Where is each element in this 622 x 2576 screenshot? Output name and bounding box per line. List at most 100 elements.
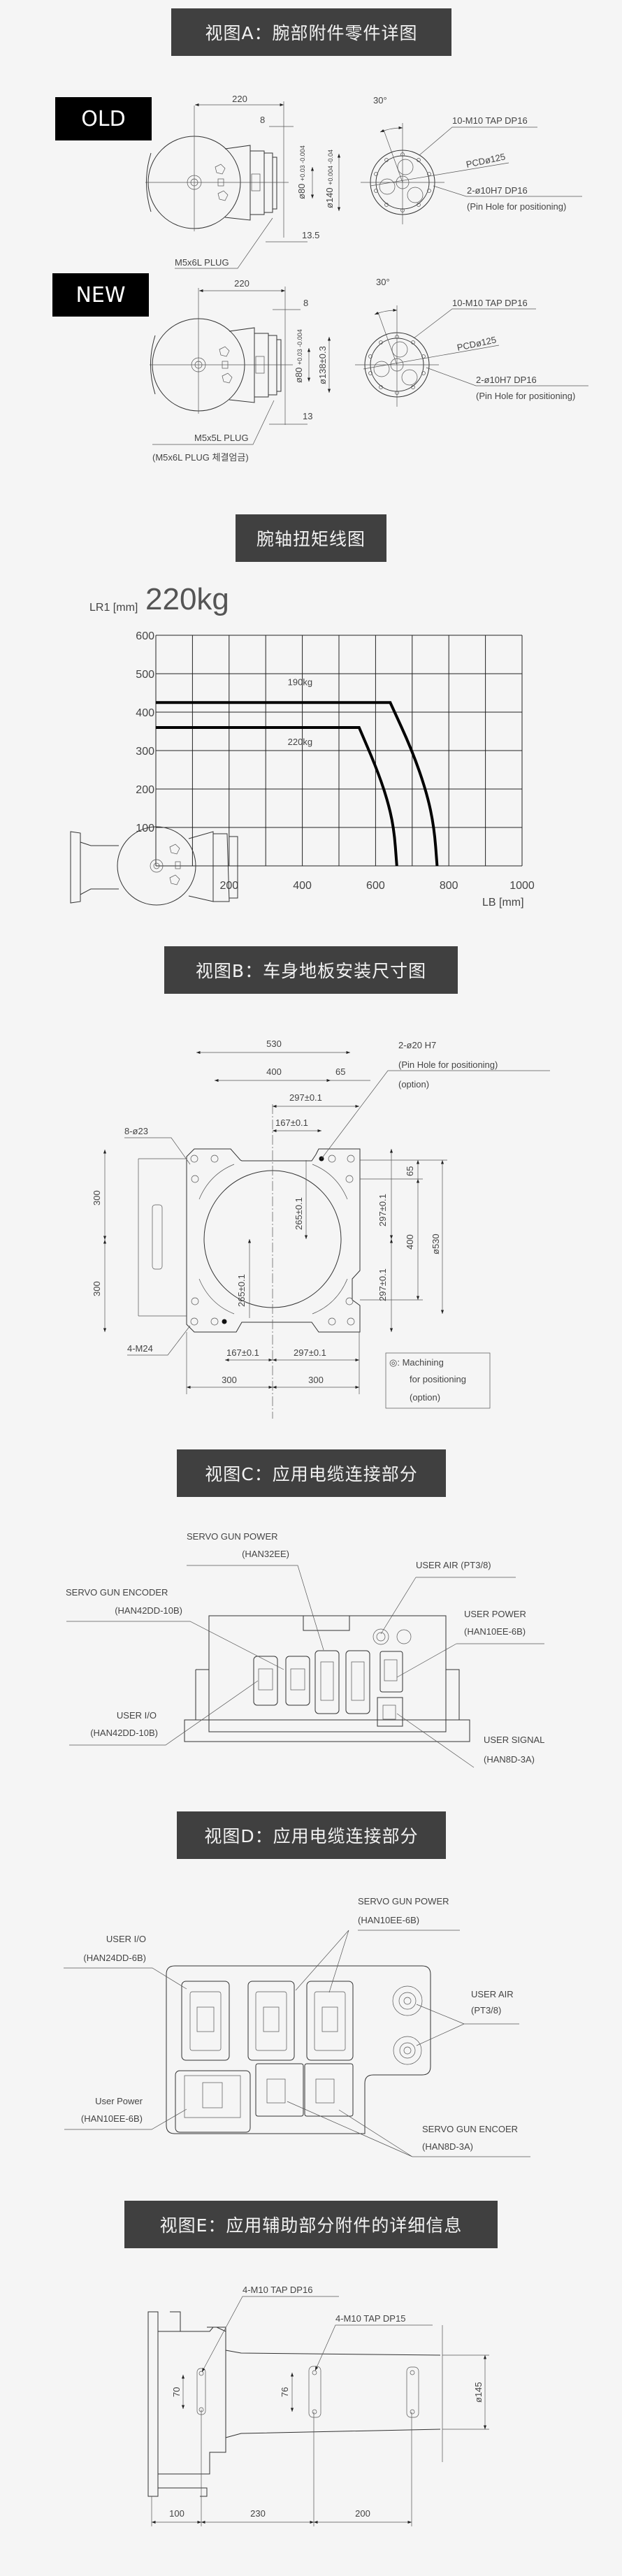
new-pin-label: 2-ø10H7 DP16 (476, 375, 537, 385)
d-user-air-model: (PT3/8) (471, 2005, 501, 2016)
old-pcd-label: PCDø125 (465, 151, 507, 170)
section-a-title: 视图A：腕部附件零件详图 (171, 8, 451, 56)
new-plug-label: M5x5L PLUG (194, 433, 249, 443)
section-c-title: 视图C：应用电缆连接部分 (177, 1449, 446, 1497)
c-user-power-model: (HAN10EE-6B) (464, 1626, 526, 1637)
dim-300-bottom-right: 300 (308, 1375, 324, 1385)
c-user-signal-model: (HAN8D-3A) (484, 1754, 535, 1765)
x-tick-label: 200 (219, 880, 238, 892)
d-user-power-model: (HAN10EE-6B) (81, 2113, 143, 2124)
series-label: 220kg (288, 737, 312, 747)
dim-300-bottom-left: 300 (222, 1375, 237, 1385)
d-servo-encoder-model: (HAN8D-3A) (422, 2141, 473, 2152)
x-tick-label: 600 (366, 880, 385, 892)
tap-dp16-label: 4-M10 TAP DP16 (243, 2285, 312, 2295)
new-dim-138: ø138±0.3 (317, 346, 328, 384)
dim-297-bottom: 297±0.1 (294, 1347, 326, 1358)
robot-wrist-sketch (70, 826, 238, 906)
y-tick-label: 200 (136, 784, 154, 796)
dim-400: 400 (266, 1066, 282, 1077)
d-servo-encoder-label: SERVO GUN ENCOER (422, 2124, 518, 2134)
d-servo-power-label: SERVO GUN POWER (358, 1896, 449, 1906)
old-dim-140: ø140 +0.004 -0.04 (324, 150, 335, 208)
dim-145: ø145 (473, 2382, 484, 2403)
dim-297-right-b: 297±0.1 (377, 1268, 388, 1301)
c-servo-encoder-model: (HAN42DD-10B) (115, 1605, 182, 1616)
old-dim-8: 8 (260, 115, 265, 125)
old-plug-label: M5x6L PLUG (175, 257, 229, 268)
legend-box (385, 1352, 491, 1409)
c-user-power-label: USER POWER (464, 1609, 526, 1619)
new-angle: 30° (376, 277, 390, 287)
dim-297-top: 297±0.1 (289, 1092, 322, 1103)
series-line-190kg (156, 701, 439, 867)
dim-200: 200 (355, 2508, 370, 2519)
pin-hole-label: 2-ø20 H7 (398, 1040, 436, 1050)
tap-dp15-label: 4-M10 TAP DP15 (335, 2313, 405, 2324)
legend-line-2: for positioning (410, 1374, 466, 1384)
dim-530-right: ø530 (431, 1233, 441, 1254)
dim-530: 530 (266, 1039, 282, 1049)
old-angle: 30° (373, 95, 387, 106)
new-pcd-label: PCDø125 (456, 334, 498, 353)
pin-hole-option: (option) (398, 1079, 429, 1090)
holes-label: 8-ø23 (124, 1126, 148, 1136)
new-plug-note: (M5x6L PLUG 체결엄금) (152, 452, 249, 463)
new-dim-13: 13 (303, 411, 312, 421)
old-dim-13-5: 13.5 (302, 230, 319, 240)
dim-265-a: 265±0.1 (294, 1197, 304, 1230)
y-axis-label: LR1 [mm] (89, 602, 138, 614)
floor-mount-drawing: 530 400 65 2-ø20 H7 (Pin Hole for positi… (92, 1039, 550, 1419)
dim-167-bottom: 167±0.1 (226, 1347, 259, 1358)
c-user-io-label: USER I/O (117, 1710, 157, 1721)
x-tick-label: 400 (293, 880, 312, 892)
new-badge: NEW (52, 273, 149, 317)
dim-76: 76 (280, 2387, 290, 2397)
dim-167-top: 167±0.1 (275, 1117, 308, 1128)
dim-230: 230 (250, 2508, 266, 2519)
chart-title: 220kg (145, 582, 229, 616)
dim-265-b: 265±0.1 (236, 1274, 247, 1307)
dim-100: 100 (169, 2508, 185, 2519)
new-dim-220: 220 (234, 278, 249, 289)
c-servo-encoder-label: SERVO GUN ENCODER (66, 1587, 168, 1598)
new-wrist-drawing: 220 8 ø80 +0.03 -0.004 ø138±0.3 13 M5x5L… (149, 277, 588, 463)
connector-panel-d: SERVO GUN POWER (HAN10EE-6B) USER I/O (H… (64, 1896, 530, 2157)
torque-chart-title: 腕轴扭矩线图 (236, 514, 386, 562)
d-user-power-label: User Power (95, 2096, 143, 2106)
c-servo-power-label: SERVO GUN POWER (187, 1531, 278, 1542)
tap-label: 4-M24 (127, 1343, 153, 1354)
old-pin-label: 2-ø10H7 DP16 (467, 185, 528, 196)
dim-300-left-top: 300 (92, 1190, 102, 1206)
y-tick-label: 400 (136, 707, 154, 719)
x-tick-label: 800 (440, 880, 458, 892)
y-tick-label: 500 (136, 669, 154, 681)
dim-297-right-a: 297±0.1 (377, 1194, 388, 1227)
old-tap-label: 10-M10 TAP DP16 (452, 115, 528, 126)
series-label: 190kg (288, 677, 312, 688)
d-user-io-label: USER I/O (106, 1934, 146, 1944)
d-user-air-label: USER AIR (471, 1989, 514, 1999)
dim-300-left-bottom: 300 (92, 1281, 102, 1296)
x-axis-label: LB [mm] (482, 897, 524, 909)
y-tick-label: 300 (136, 746, 154, 758)
auxiliary-arm-drawing: 4-M10 TAP DP16 4-M10 TAP DP15 70 76 ø145… (147, 2285, 489, 2526)
new-dim-80: ø80 +0.03 -0.004 (294, 329, 304, 383)
new-pin-note: (Pin Hole for positioning) (476, 391, 575, 401)
series-line-220kg (156, 726, 398, 867)
new-dim-8: 8 (303, 298, 308, 308)
c-user-signal-label: USER SIGNAL (484, 1735, 544, 1745)
pin-hole-note: (Pin Hole for positioning) (398, 1059, 498, 1070)
connector-panel-c: SERVO GUN POWER (HAN32EE) USER AIR (PT3/… (66, 1531, 544, 1768)
c-user-air-label: USER AIR (PT3/8) (416, 1560, 491, 1570)
x-tick-label: 1000 (509, 880, 535, 892)
legend-line-3: (option) (410, 1392, 440, 1403)
d-user-io-model: (HAN24DD-6B) (83, 1953, 146, 1963)
old-dim-220: 220 (232, 94, 247, 104)
section-e-title: 视图E：应用辅助部分附件的详细信息 (124, 2201, 498, 2248)
old-wrist-drawing: 220 8 ø80 +0.03 -0.004 ø140 +0.004 -0.04… (145, 94, 582, 269)
y-tick-label: 600 (136, 630, 154, 642)
new-tap-label: 10-M10 TAP DP16 (452, 298, 528, 308)
